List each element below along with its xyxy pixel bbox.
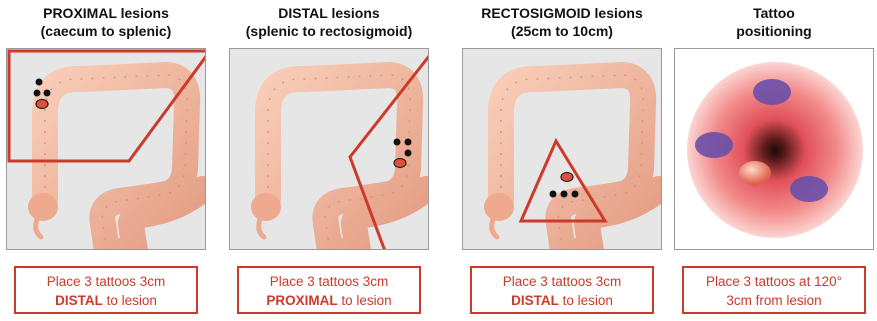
- tattoo-mark: [753, 79, 791, 105]
- colon-diagram: [463, 49, 662, 250]
- tattoo-dot: [405, 150, 412, 157]
- panel-title: DISTAL lesions (splenic to rectosigmoid): [229, 4, 429, 40]
- tattoo-dot: [572, 191, 579, 198]
- colon-illustration: [6, 48, 206, 250]
- caption-line-1: Place 3 tattoos 3cm: [16, 272, 196, 291]
- caption-line-1: Place 3 tattoos 3cm: [239, 272, 419, 291]
- lesion-marker: [394, 159, 406, 168]
- tattoo-dot: [405, 139, 412, 146]
- caption-tail: to lesion: [103, 293, 157, 308]
- caption-line-1: Place 3 tattoos 3cm: [472, 272, 652, 291]
- panel-rectosigmoid: RECTOSIGMOID lesions (25cm to 10cm) Plac…: [462, 0, 662, 321]
- title-line-1: PROXIMAL lesions: [6, 4, 206, 22]
- colon-illustration: [462, 48, 662, 250]
- caption-line-2: DISTAL to lesion: [472, 291, 652, 310]
- tattoo-mark: [695, 132, 733, 158]
- colon-diagram: [7, 49, 206, 250]
- title-line-2: (caecum to splenic): [6, 22, 206, 40]
- panel-title: Tattoo positioning: [674, 4, 874, 40]
- lesion-polyp: [739, 161, 771, 185]
- panel-title: RECTOSIGMOID lesions (25cm to 10cm): [462, 4, 662, 40]
- title-line-1: DISTAL lesions: [229, 4, 429, 22]
- title-line-2: (splenic to rectosigmoid): [229, 22, 429, 40]
- tattoo-dot: [44, 90, 51, 97]
- tattoo-dot: [561, 191, 568, 198]
- title-line-1: RECTOSIGMOID lesions: [462, 4, 662, 22]
- caption-line-2: DISTAL to lesion: [16, 291, 196, 310]
- panel-title: PROXIMAL lesions (caecum to splenic): [6, 4, 206, 40]
- caption-tail: to lesion: [338, 293, 392, 308]
- colon-diagram: [230, 49, 429, 250]
- tattoo-dot: [394, 139, 401, 146]
- instruction-box: Place 3 tattoos 3cm DISTAL to lesion: [470, 266, 654, 314]
- instruction-box: Place 3 tattoos 3cm DISTAL to lesion: [14, 266, 198, 314]
- tattoo-dot: [550, 191, 557, 198]
- title-line-2: positioning: [674, 22, 874, 40]
- tattoo-dot: [36, 79, 43, 86]
- caption-line-2: PROXIMAL to lesion: [239, 291, 419, 310]
- caption-line-2: 3cm from lesion: [684, 291, 864, 310]
- caption-emphasis: DISTAL: [55, 293, 103, 308]
- panel-proximal: PROXIMAL lesions (caecum to splenic) Pla…: [6, 0, 206, 321]
- panel-tattoo-positioning: Tattoo positioning Place 3 tattoos at 12…: [674, 0, 874, 321]
- title-line-1: Tattoo: [674, 4, 874, 22]
- lesion-marker: [36, 100, 48, 109]
- caption-line-1: Place 3 tattoos at 120°: [684, 272, 864, 291]
- caption-tail: to lesion: [559, 293, 613, 308]
- lesion-marker: [561, 173, 573, 182]
- tattoo-mark: [790, 176, 828, 202]
- lumen-diagram: [675, 49, 874, 250]
- caption-emphasis: DISTAL: [511, 293, 559, 308]
- colon-illustration: [229, 48, 429, 250]
- panel-distal: DISTAL lesions (splenic to rectosigmoid)…: [229, 0, 429, 321]
- caption-emphasis: PROXIMAL: [266, 293, 337, 308]
- tattoo-dot: [34, 90, 41, 97]
- instruction-box: Place 3 tattoos 3cm PROXIMAL to lesion: [237, 266, 421, 314]
- instruction-box: Place 3 tattoos at 120° 3cm from lesion: [682, 266, 866, 314]
- endoscopic-view: [674, 48, 874, 250]
- title-line-2: (25cm to 10cm): [462, 22, 662, 40]
